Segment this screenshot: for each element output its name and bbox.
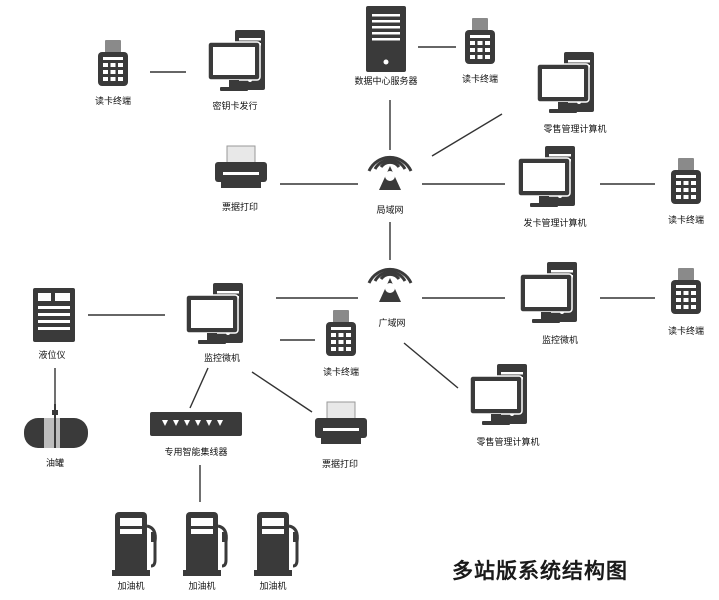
- node-label: 数据中心服务器: [354, 75, 417, 87]
- smart-hub: 专用智能集线器: [150, 412, 242, 458]
- node-label: 读卡终端: [668, 325, 704, 337]
- node-label: 加油机: [259, 580, 286, 592]
- gauge-line: [38, 313, 70, 316]
- fuel-dispenser-1: 加油机: [110, 510, 158, 592]
- card-reader-right-top: 读卡终端: [668, 158, 704, 226]
- retail-mgmt-computer-bottom: 零售管理计算机: [469, 363, 540, 448]
- node-label: 发卡管理计算机: [523, 217, 586, 229]
- wan-node: 广域网: [367, 267, 413, 329]
- probe-head: [52, 410, 58, 415]
- receipt-printer-top: 票据打印: [214, 145, 268, 213]
- node-label: 监控微机: [204, 352, 240, 364]
- fuel-dispenser-3: 加油机: [252, 510, 300, 592]
- card-reader-icon: [671, 268, 701, 314]
- fuel-pump-icon: [181, 510, 229, 578]
- edge-retail-to-lan: [431, 113, 503, 157]
- computer-icon: [469, 363, 528, 426]
- node-label: 液位仪: [38, 349, 65, 361]
- oil-tank: 油罐: [24, 404, 88, 469]
- card-reader-right-bottom: 读卡终端: [668, 268, 704, 337]
- wireless-network-icon: [367, 267, 413, 304]
- data-center-server: 数据中心服务器: [354, 6, 418, 87]
- node-label: 油罐: [46, 457, 64, 469]
- hub-icon: [150, 412, 242, 436]
- server-icon: [366, 6, 406, 72]
- card-reader-top-left: 读卡终端: [95, 40, 131, 107]
- key-card-issue-computer: 密钥卡发行: [207, 29, 266, 112]
- monitor-computer-right: 监控微机: [519, 261, 578, 346]
- node-label: 票据打印: [322, 458, 358, 470]
- node-label: 读卡终端: [668, 214, 704, 226]
- fuel-pump-icon: [252, 510, 300, 578]
- computer-icon: [207, 29, 266, 92]
- node-label: 零售管理计算机: [543, 123, 606, 135]
- gauge-line: [38, 327, 70, 330]
- card-reader-icon: [326, 310, 356, 356]
- node-label: 票据打印: [222, 201, 258, 213]
- card-reader-icon: [98, 40, 128, 86]
- node-label: 广域网: [378, 317, 405, 329]
- printer-icon: [214, 145, 268, 189]
- computer-icon: [519, 261, 578, 324]
- hub-ports: [162, 420, 223, 426]
- retail-mgmt-computer-top: 零售管理计算机: [536, 51, 607, 135]
- gauge-line: [38, 320, 70, 323]
- node-label: 加油机: [117, 580, 144, 592]
- card-reader-top-center: 读卡终端: [462, 18, 498, 85]
- edge-wan-to-retail: [403, 342, 459, 389]
- node-label: 读卡终端: [95, 95, 131, 107]
- card-reader-mid: 读卡终端: [323, 310, 359, 378]
- node-label: 局域网: [376, 204, 403, 216]
- gauge-panel: [38, 293, 51, 301]
- receipt-printer-bottom: 票据打印: [314, 401, 368, 470]
- lan-node: 局域网: [367, 155, 413, 216]
- fuel-pump-icon: [110, 510, 158, 578]
- gauge-line: [38, 306, 70, 309]
- node-label: 加油机: [188, 580, 215, 592]
- tank-window: [44, 418, 60, 448]
- edge-monitor-to-printer: [251, 371, 313, 413]
- node-label: 读卡终端: [462, 73, 498, 85]
- computer-icon: [536, 51, 595, 114]
- fuel-dispenser-2: 加油机: [181, 510, 229, 592]
- printer-icon: [314, 401, 368, 445]
- level-gauge: 液位仪: [33, 288, 75, 361]
- node-label: 零售管理计算机: [476, 436, 539, 448]
- node-label: 监控微机: [542, 334, 578, 346]
- computer-icon: [517, 145, 576, 208]
- connection-lines: [54, 46, 655, 502]
- gauge-panel: [55, 293, 70, 301]
- node-label: 专用智能集线器: [164, 446, 227, 458]
- node-label: 读卡终端: [323, 366, 359, 378]
- card-issue-mgmt-computer: 发卡管理计算机: [517, 145, 587, 229]
- edge-monitor-to-hub: [189, 367, 209, 409]
- card-reader-icon: [465, 18, 495, 64]
- node-label: 密钥卡发行: [212, 100, 257, 112]
- wireless-network-icon: [367, 155, 413, 192]
- computer-icon: [185, 282, 244, 345]
- monitor-computer-left: 监控微机: [185, 282, 244, 364]
- card-reader-icon: [671, 158, 701, 204]
- diagram-title: 多站版系统结构图: [452, 559, 628, 583]
